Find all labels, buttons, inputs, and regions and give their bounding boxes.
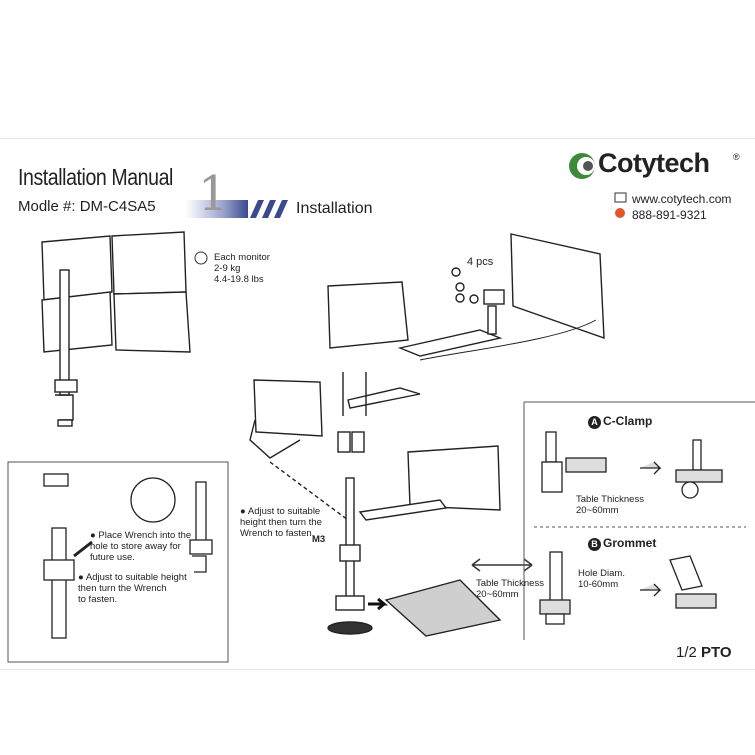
wrench-adjust-note: ● Adjust to suitable height then turn th… [78,572,187,605]
step-stripe [262,200,276,218]
brand-registered: ® [733,152,740,162]
adjust-height-note: ● Adjust to suitable height then turn th… [240,506,322,539]
brand-name: Cotytech [598,148,710,178]
note-line: ● Adjust to suitable height [78,572,187,583]
section-title-text: C-Clamp [603,414,653,428]
note-line: 4.4-19.8 lbs [214,274,264,285]
monitor-weight-note: Each monitor 2-9 kg 4.4-19.8 lbs [214,252,270,285]
note-line: Wrench to fasten. [240,528,315,539]
grommet-illustration [539,551,717,625]
note-text: Adjust to suitable [247,506,321,517]
step-stripe [274,200,288,218]
brand-phone: 888-891-9321 [632,208,707,222]
note-line: 10-60mm [578,579,619,590]
note-line: future use. [90,552,135,563]
step-stripe [250,200,264,218]
grommet-hole-note: Hole Diam. 10-60mm [578,568,625,590]
page-indicator: 1/2 PTO [676,644,732,661]
wrench-detail-illustration [43,473,213,639]
note-line: Hole Diam. [578,568,625,579]
note-line: ● Adjust to suitable [240,506,321,517]
note-line: 2-9 kg [214,263,241,274]
option-letter-badge: B [588,538,601,551]
web-icon [614,192,627,203]
manual-title: Installation Manual [18,164,173,190]
m3-label: M3 [312,534,326,545]
note-line: hole to store away for [90,541,181,552]
step-bar [186,200,248,218]
weight-icon [194,251,208,265]
option-letter-badge: A [588,416,601,429]
note-line: 20~60mm [576,505,619,516]
note-line: Table Thickness [576,494,644,505]
pto-label: PTO [701,644,732,661]
section-title-text: Grommet [603,536,657,550]
screws-count: 4 pcs [467,256,494,268]
step-label: Installation [296,200,373,217]
note-text: Place Wrench into the [98,530,192,541]
options-panel-border [523,401,755,640]
thickness-arrow [471,558,533,572]
c-clamp-illustration [541,431,723,499]
note-line: ● Place Wrench into the [90,530,192,541]
model-number: Modle #: DM-C4SA5 [18,198,156,215]
table-thickness-note: Table Thickness 20~60mm [476,578,544,600]
arrow-right [368,597,389,611]
cotytech-logo-mark [569,153,595,179]
note-text: Adjust to suitable height [85,572,187,583]
phone-icon [615,208,625,218]
note-line: to fasten. [78,594,118,605]
step-number: 1 [198,166,229,222]
brand-website: www.cotytech.com [632,192,732,206]
note-line: Each monitor [214,252,270,263]
wrench-store-note: ● Place Wrench into the hole to store aw… [90,530,191,563]
note-line: then turn the Wrench [78,583,167,594]
main-assembly-illustration [249,233,605,637]
note-line: height then turn the [240,517,322,528]
note-line: 20~60mm [476,589,519,600]
c-clamp-thickness-note: Table Thickness 20~60mm [576,494,644,516]
quad-monitor-illustration [41,231,191,427]
manual-sheet [0,138,755,670]
page-number: 1/2 [676,644,697,661]
note-line: Table Thickness [476,578,544,589]
wrench-detail-box [7,461,229,663]
